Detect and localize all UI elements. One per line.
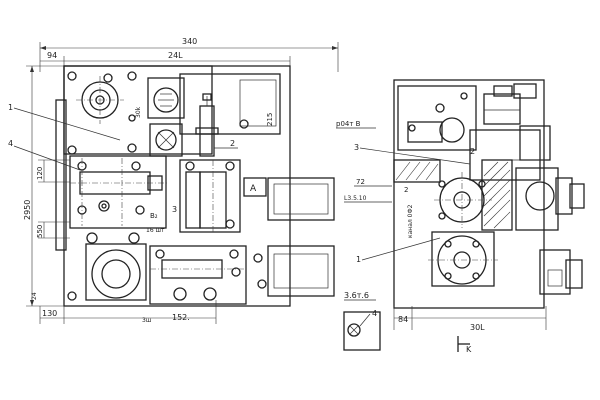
detail-label: 3.6т.6 [344, 291, 369, 300]
dim-2a: 2 [230, 139, 235, 148]
section-hatch [483, 161, 511, 229]
dim-total-height: 2950 [23, 200, 32, 220]
callout-2: 2 [470, 147, 475, 156]
dim-2b: 2 [404, 186, 408, 194]
label-16-sht: 16 шт [146, 227, 165, 234]
callout-3: 3 [354, 143, 359, 152]
dim-30k: 30k [135, 106, 142, 118]
dim-3-5-10: L3.5.10 [344, 195, 367, 202]
dim-72: 72 [356, 178, 365, 186]
side-view: р04т B 3 2 72 L3.5.10 2 канал 0Ф2 1 84 3… [336, 79, 585, 354]
callout-1-right: 1 [356, 255, 361, 264]
callout-1: 1 [8, 103, 13, 112]
dim-bottom-152: 152. [172, 313, 190, 322]
dim-overall-width: 340 [182, 37, 197, 46]
dim-small-24: 24 [31, 292, 38, 300]
dim-3: 3 [172, 205, 177, 214]
dim-bottom-130: 130 [42, 309, 57, 318]
thread-note: р04т B [336, 120, 361, 128]
front-view: 340 94 24L 215 30k [8, 37, 339, 324]
callout-4: 4 [8, 139, 13, 148]
dim-height-550: 550 [36, 225, 44, 238]
label-3sh: 3ш [142, 317, 151, 324]
dim-side-215: 215 [266, 113, 274, 126]
dim-right-30: 30L [470, 323, 485, 332]
label-k: K [466, 345, 472, 354]
detail-view: 3.6т.6 4 [343, 291, 381, 351]
rotated-note: канал 0Ф2 [407, 204, 414, 238]
dim-main-width: 24L [168, 51, 183, 60]
dim-left-offset: 94 [47, 51, 57, 60]
dim-height-120: 120 [36, 167, 44, 180]
detail-callout-4: 4 [372, 309, 377, 318]
label-b2: B₂ [150, 212, 158, 220]
dim-right-84: 84 [398, 315, 408, 324]
label-a: A [250, 184, 257, 194]
